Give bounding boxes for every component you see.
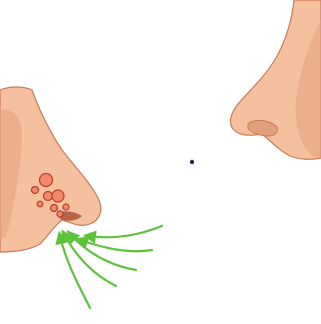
right-nose-icon — [231, 0, 321, 159]
particle-icon — [44, 192, 53, 201]
particle-icon — [37, 201, 43, 207]
particle-icon — [57, 211, 63, 217]
center-dot — [190, 160, 194, 164]
airflow-arrow-icon — [88, 226, 162, 237]
particle-icon — [63, 204, 69, 210]
left-nose-icon — [0, 87, 101, 252]
particle-icon — [52, 190, 64, 202]
particle-icon — [40, 174, 53, 187]
particle-icon — [32, 187, 39, 194]
particle-icon — [51, 205, 58, 212]
airflow-arrow-icon — [64, 234, 116, 286]
airflow-arrow-icon — [60, 236, 90, 308]
airflow-arrow-icon — [80, 240, 152, 251]
airflow-arrows — [60, 226, 162, 308]
